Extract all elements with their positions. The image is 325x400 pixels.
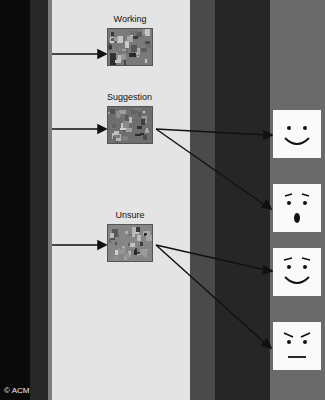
camera-snapshot (108, 225, 152, 261)
camera-snapshot (108, 29, 152, 65)
face-frowning (273, 322, 321, 370)
state-label: Suggestion (105, 92, 154, 103)
copyright-note: © ACM (4, 386, 29, 395)
state-label: Unsure (113, 210, 146, 221)
face-column (270, 0, 325, 400)
input-arrows (52, 50, 106, 249)
camera-snapshot (108, 107, 152, 143)
snapshot-frame (107, 28, 153, 66)
state-label: Working (112, 14, 149, 25)
snapshot-frame (107, 106, 153, 144)
snapshot-node: Suggestion (105, 92, 154, 144)
face-pleased (273, 248, 321, 296)
branch-arrows (156, 129, 272, 348)
snapshot-node: Working (107, 14, 153, 66)
snapshot-node: Unsure (107, 210, 153, 262)
snapshot-frame (107, 224, 153, 262)
left-noise-band (30, 0, 52, 400)
face-happy (273, 110, 321, 158)
face-surprised (273, 184, 321, 232)
